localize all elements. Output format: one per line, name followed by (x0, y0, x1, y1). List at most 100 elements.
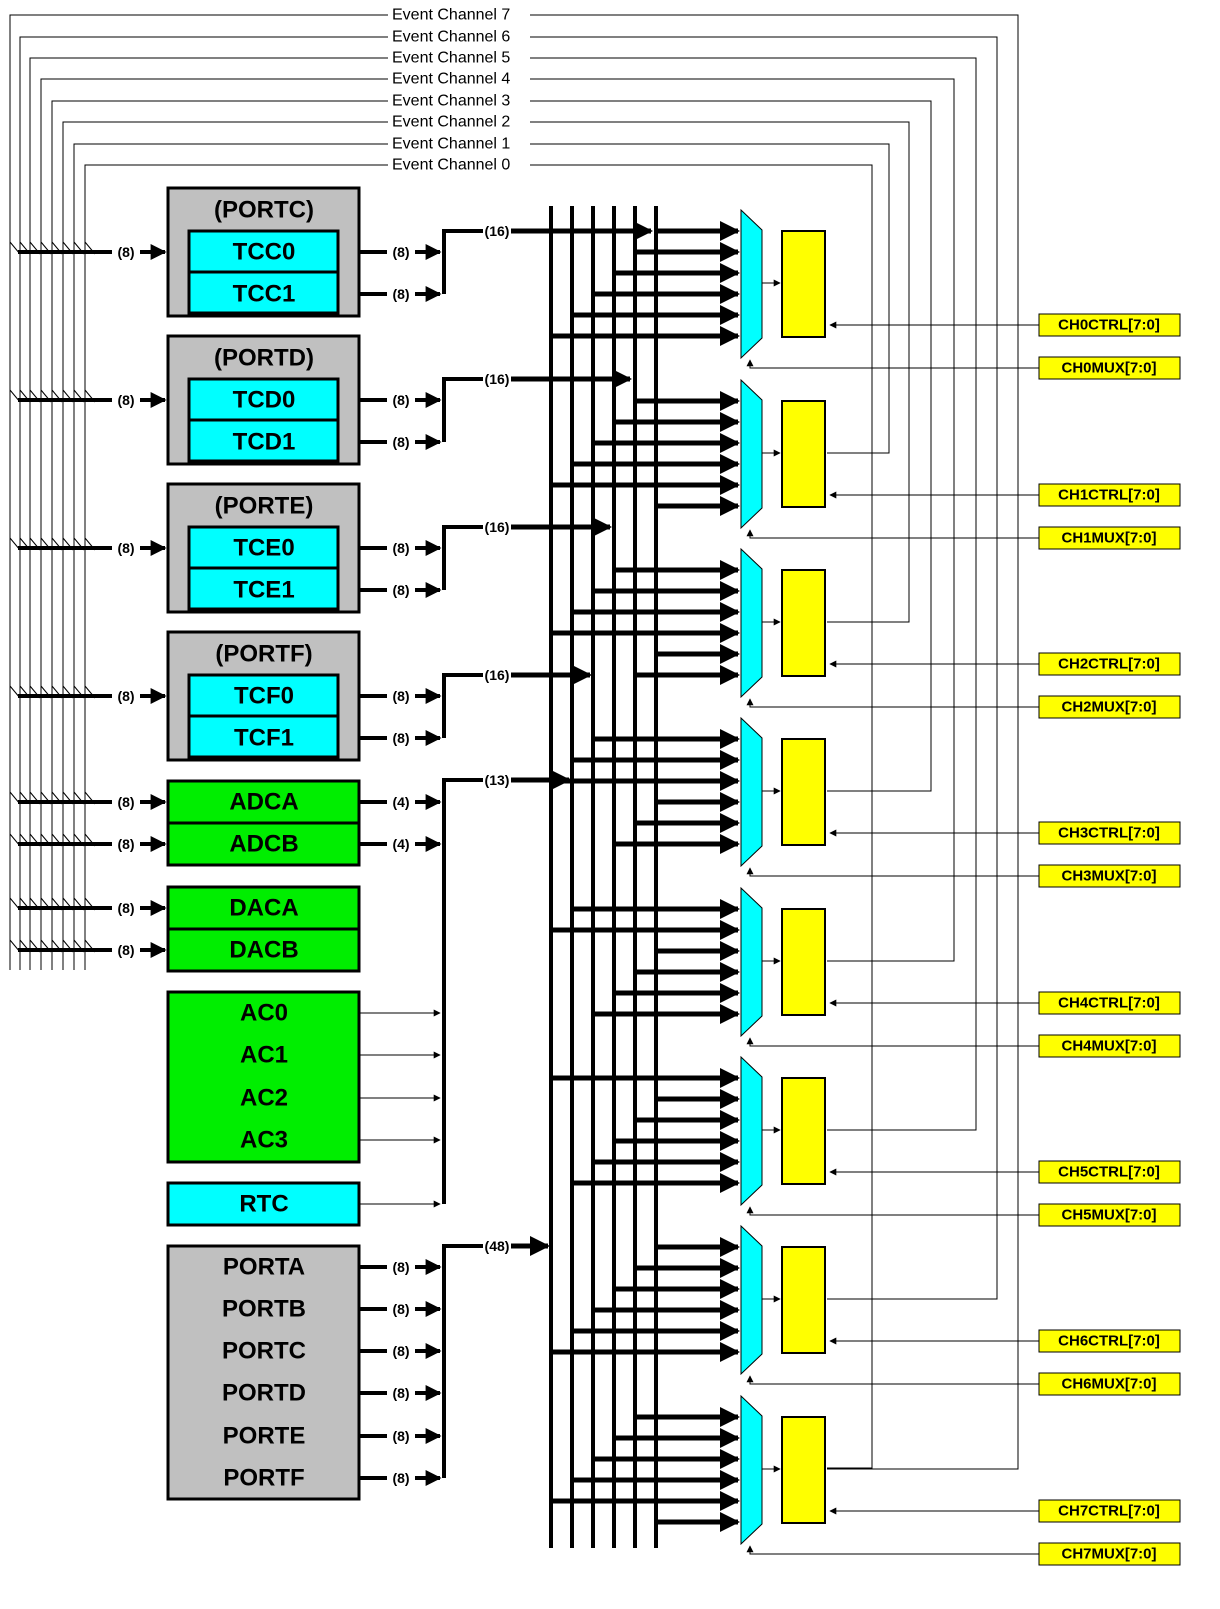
event-channel-label: Event Channel 5 (392, 50, 510, 67)
ac-label: AC1 (240, 1042, 288, 1069)
mux-shape (740, 547, 763, 699)
event-tap-tick (19, 833, 31, 847)
width-label-bg (387, 729, 415, 747)
event-tap-tick (62, 685, 74, 699)
input-width-label: (8) (117, 942, 134, 958)
width-label: (8) (392, 286, 409, 302)
mux-register-label: CH0MUX[7:0] (1061, 360, 1156, 377)
event-tap-tick (84, 537, 96, 551)
event-tap-tick (9, 241, 21, 255)
width-label: (8) (392, 688, 409, 704)
width-label-bg (387, 1342, 415, 1360)
ctrl-register-box (1038, 1329, 1181, 1353)
event-tap-tick (40, 389, 52, 403)
input-width-label: (8) (117, 540, 134, 556)
width-label-bg (387, 433, 415, 451)
width-label-bg (112, 899, 140, 917)
input-width-label: (8) (117, 836, 134, 852)
width-label-bg (387, 793, 415, 811)
width-label-bg (387, 391, 415, 409)
dac-box (166, 927, 361, 973)
mux-select-line (749, 870, 1039, 877)
ctrl-register-box (1038, 1160, 1181, 1184)
bus-width-label: (16) (485, 371, 510, 387)
ctrl-register-label: CH6CTRL[7:0] (1058, 1333, 1160, 1350)
timer-label: TCC1 (233, 281, 296, 308)
dac-label: DACB (229, 937, 298, 964)
width-label-bg (483, 1237, 511, 1255)
bus-merge-48 (442, 1244, 548, 1478)
ctrl-register-box (1038, 991, 1181, 1015)
width-label-bg (387, 1469, 415, 1487)
event-channel-label: Event Channel 7 (392, 7, 510, 24)
event-tap-tick (40, 791, 52, 805)
port-group-label: (PORTE) (215, 493, 314, 520)
mux-select-line (749, 1209, 1039, 1216)
event-tap-tick (51, 389, 63, 403)
width-label: (8) (392, 1301, 409, 1317)
mux-register-box (1038, 1203, 1181, 1227)
event-tap-tick (73, 241, 85, 255)
input-width-label: (8) (117, 392, 134, 408)
event-tap-tick (51, 241, 63, 255)
ac-group-box (166, 990, 361, 1164)
event-tap-tick (9, 939, 21, 953)
rtc-label: RTC (239, 1191, 288, 1218)
timer-label: TCC0 (233, 239, 296, 266)
width-label-bg (112, 835, 140, 853)
timer-box (187, 673, 340, 718)
channel-register (781, 908, 826, 1016)
mux-shape (740, 716, 763, 868)
width-label: (8) (392, 244, 409, 260)
mux-register-label: CH1MUX[7:0] (1061, 530, 1156, 547)
bus-merge (442, 673, 508, 738)
event-tap-tick (73, 537, 85, 551)
event-tap-tick (40, 897, 52, 911)
timer-label: TCF1 (234, 725, 294, 752)
event-tap-tick (9, 537, 21, 551)
timer-label: TCD1 (233, 429, 296, 456)
adc-box (166, 821, 361, 867)
event-label-bg (388, 91, 530, 111)
event-label-bg (388, 112, 530, 132)
mux-register-box (1038, 864, 1181, 888)
event-tap-tick (9, 791, 21, 805)
mux-shape (740, 886, 763, 1038)
port-label: PORTE (223, 1423, 306, 1450)
event-tap-tick (29, 537, 41, 551)
mux-select-line (749, 1548, 1039, 1555)
event-channel-line-2 (62, 121, 910, 970)
event-tap-tick (29, 939, 41, 953)
timer-label: TCE0 (233, 535, 294, 562)
event-tap-tick (73, 791, 85, 805)
mux-register-label: CH7MUX[7:0] (1061, 1546, 1156, 1563)
width-label-bg (387, 835, 415, 853)
event-tap-tick (29, 897, 41, 911)
event-tap-tick (84, 791, 96, 805)
width-label-bg (387, 539, 415, 557)
bus-width-label: (16) (485, 667, 510, 683)
event-tap-tick (19, 389, 31, 403)
width-label-bg (483, 222, 511, 240)
mux-register-label: CH2MUX[7:0] (1061, 699, 1156, 716)
width-label: (8) (392, 582, 409, 598)
rtc-box (166, 1181, 361, 1227)
event-tap-tick (62, 939, 74, 953)
width-label-bg (387, 687, 415, 705)
event-tap-tick (40, 537, 52, 551)
width-label-bg (112, 243, 140, 261)
bus-width-label: (13) (485, 772, 510, 788)
width-label: (8) (392, 1385, 409, 1401)
event-tap-tick (73, 939, 85, 953)
input-width-label: (8) (117, 900, 134, 916)
channel-register (781, 1077, 826, 1185)
width-label-bg (387, 1258, 415, 1276)
event-tap-tick (62, 389, 74, 403)
width-label: (8) (392, 392, 409, 408)
event-tap-tick (62, 241, 74, 255)
width-label-bg (387, 1427, 415, 1445)
channel-register (781, 400, 826, 508)
event-tap-tick (29, 389, 41, 403)
event-label-bg (388, 134, 530, 154)
width-label-bg (387, 285, 415, 303)
